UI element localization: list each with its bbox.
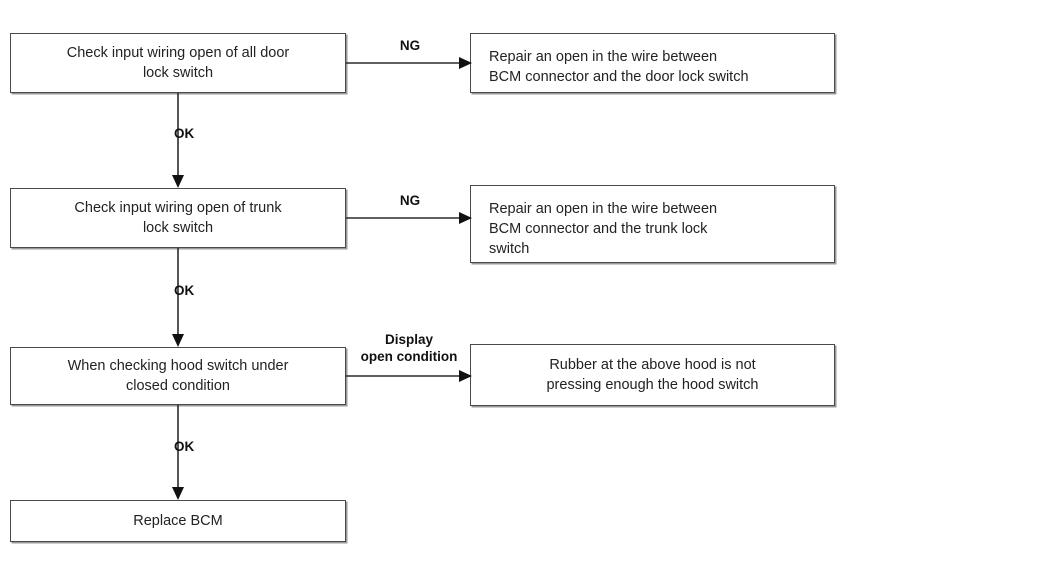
edge-label-display-open-condition: Display open condition [360,332,458,364]
connector-ng-trunk-lock [346,212,472,224]
node-replace-bcm: Replace BCM [10,500,346,542]
node-label: Repair an open in the wire between BCM c… [489,201,718,257]
edge-label-ng-door: NG [399,38,421,53]
node-label: Replace BCM [133,513,223,529]
node-label: Check input wiring open of trunk lock sw… [74,200,282,236]
node-label: Check input wiring open of all door lock… [66,45,290,81]
node-check-door-lock-switch: Check input wiring open of all door lock… [10,33,346,93]
edge-label-ok-hood-to-replace: OK [174,439,195,454]
node-check-trunk-lock-switch: Check input wiring open of trunk lock sw… [10,188,346,248]
edge-label-ok-trunk-to-hood: OK [174,283,195,298]
connector-display-open-condition [346,370,472,382]
node-repair-open-trunk-lock-switch: Repair an open in the wire between BCM c… [470,185,835,263]
node-label: Rubber at the above hood is not pressing… [546,357,759,393]
edge-label-ok-door-to-trunk: OK [174,126,195,141]
node-label: Repair an open in the wire between BCM c… [489,49,749,85]
connector-ng-door-lock [346,57,472,69]
node-repair-open-door-lock-switch: Repair an open in the wire between BCM c… [470,33,835,93]
node-label: When checking hood switch under closed c… [67,358,289,394]
edge-label-ng-trunk: NG [399,193,421,208]
node-check-hood-switch-closed: When checking hood switch under closed c… [10,347,346,405]
node-rubber-not-pressing-hood-switch: Rubber at the above hood is not pressing… [470,344,835,406]
